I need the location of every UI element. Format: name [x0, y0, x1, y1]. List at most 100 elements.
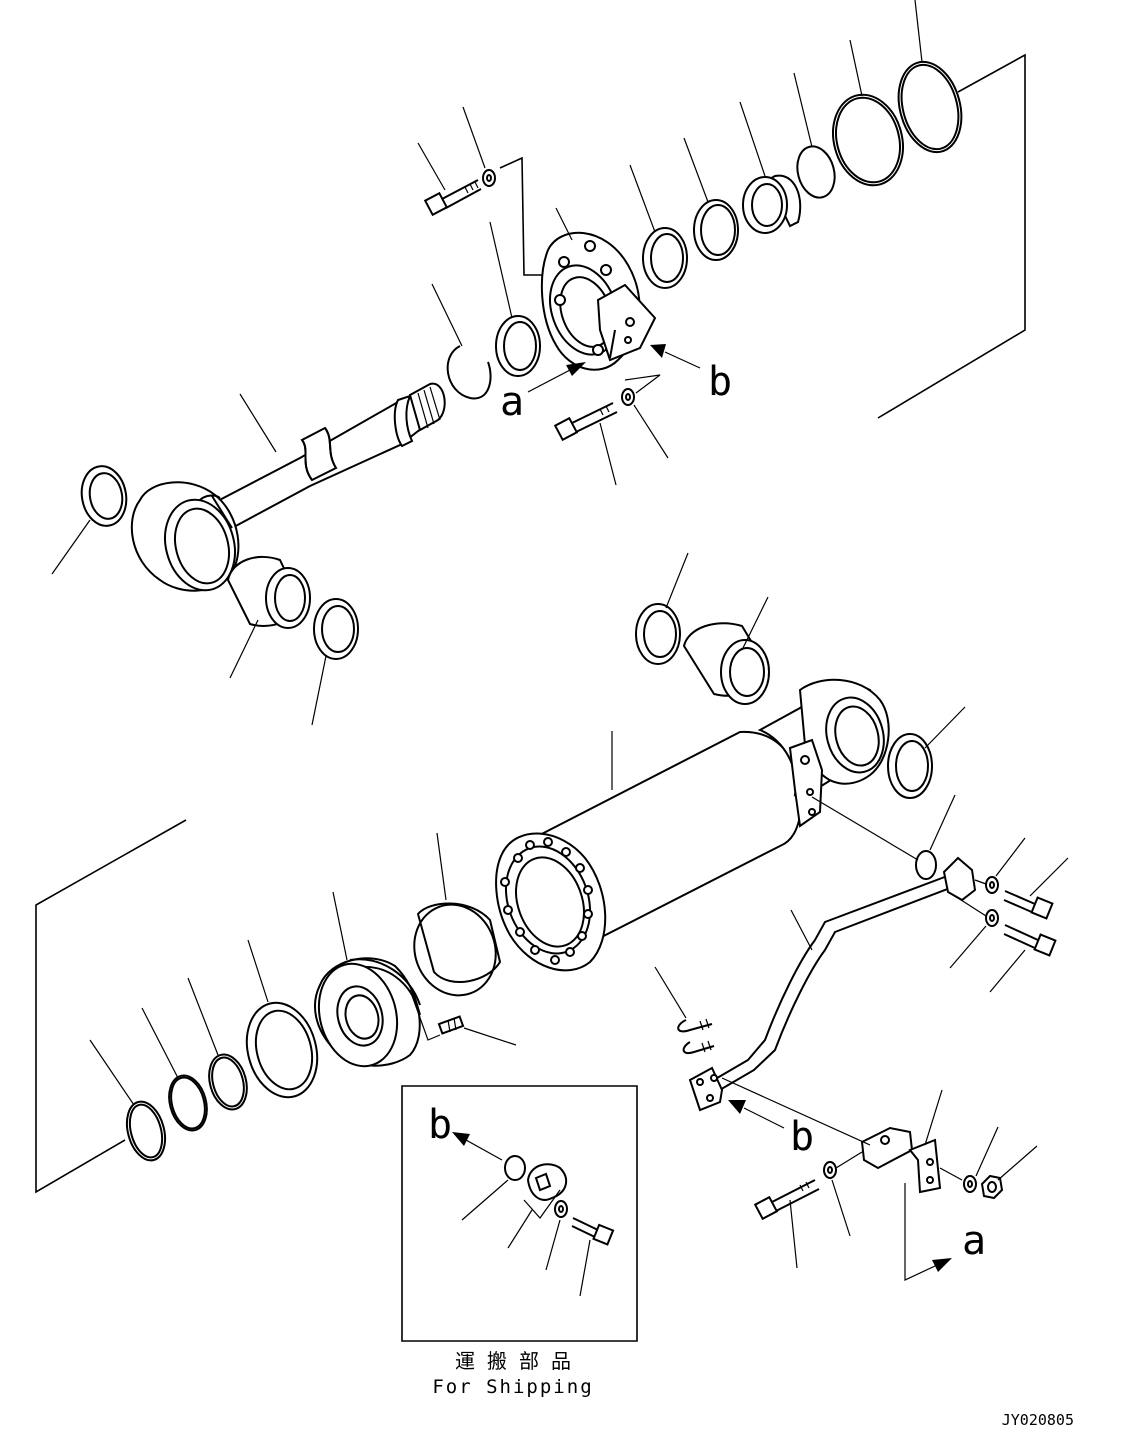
leader-line — [812, 797, 918, 860]
bushing-icon — [743, 176, 800, 233]
callout-a-lower: a — [962, 1218, 986, 1264]
bracket-icon — [862, 1128, 940, 1192]
leader-line — [333, 892, 347, 960]
ring-icon — [121, 1097, 171, 1164]
group-bracket-line — [625, 375, 660, 393]
leader-line — [684, 138, 708, 202]
leader-line — [850, 40, 862, 96]
plug-icon — [505, 1156, 525, 1180]
leader-line — [950, 926, 986, 968]
piston-rod-icon — [210, 384, 445, 528]
inset-title-jp: 運 搬 部 品 — [455, 1349, 571, 1373]
leader-line — [52, 520, 90, 574]
dust-seal-icon — [888, 734, 932, 798]
callout-b-upper: b — [708, 359, 732, 405]
leader-line — [432, 284, 462, 346]
bolt-icon — [755, 1180, 819, 1219]
ring-icon — [203, 1050, 252, 1113]
leader-line — [634, 405, 668, 458]
bolt-icon — [555, 403, 617, 440]
leader-line — [996, 838, 1025, 876]
dust-seal-icon — [314, 599, 358, 659]
leader-line — [790, 1200, 797, 1268]
callout-b-inset: b — [428, 1102, 452, 1148]
leader-line — [546, 1220, 560, 1270]
callout-b-lower: b — [790, 1114, 814, 1160]
leader-line — [666, 553, 688, 608]
arrow-head-icon — [932, 1258, 952, 1272]
leader-line — [90, 1040, 134, 1105]
arrow-b-line — [466, 1140, 502, 1160]
leader-line — [437, 833, 446, 900]
leader-line — [600, 423, 616, 485]
leader-line — [580, 1240, 590, 1296]
leader-line — [1030, 858, 1068, 896]
leader-line — [791, 910, 812, 950]
callout-a-upper: a — [500, 379, 524, 425]
leader-line — [722, 1078, 870, 1145]
plug-icon — [916, 851, 936, 879]
o-ring-icon — [823, 87, 912, 193]
cylinder-head-icon — [538, 233, 655, 370]
leader-line — [836, 1152, 862, 1168]
cylinder-tube-icon — [492, 680, 892, 971]
leader-line — [312, 656, 326, 725]
snap-ring-icon — [792, 142, 840, 202]
leader-line — [930, 795, 955, 850]
rod-eye-icon — [132, 482, 245, 598]
group-bracket-line — [410, 990, 440, 1040]
inset-title-en: For Shipping — [432, 1376, 593, 1398]
leader-line — [742, 597, 768, 650]
pipe-icon — [690, 858, 975, 1110]
leader-line — [740, 102, 765, 176]
group-bracket-line — [524, 1190, 560, 1218]
leader-line — [655, 967, 686, 1018]
shipping-inset-frame — [402, 1086, 637, 1341]
bolt-icon — [572, 1218, 613, 1244]
piston-icon — [308, 955, 420, 1075]
lock-plate-icon — [528, 1164, 566, 1200]
leader-line — [462, 1180, 508, 1220]
seal-ring-icon — [643, 228, 687, 288]
bolt-icon — [1004, 925, 1055, 955]
ring-icon — [163, 1071, 212, 1134]
bolt-icon — [425, 180, 481, 215]
leader-line — [240, 394, 276, 452]
leader-line — [990, 950, 1025, 992]
seal-ring-icon — [496, 316, 540, 376]
leader-line — [142, 1008, 178, 1078]
u-bolt-icon — [678, 1019, 714, 1053]
dust-seal-icon — [636, 604, 680, 664]
group-bracket-line — [878, 55, 1025, 418]
leader-line — [925, 707, 965, 748]
arrow-head-icon — [728, 1100, 746, 1114]
set-screw-icon — [439, 1017, 463, 1034]
arrow-b-line — [665, 352, 700, 368]
arrow-b-line — [744, 1108, 784, 1128]
leader-line — [832, 1180, 850, 1236]
leader-line — [958, 898, 986, 916]
leader-line — [490, 222, 512, 318]
leader-line — [630, 165, 655, 232]
wear-ring-icon — [402, 893, 509, 1007]
leader-line — [248, 940, 268, 1002]
leader-line — [915, 0, 922, 62]
leader-line — [975, 880, 986, 884]
bushing-icon — [228, 557, 310, 628]
drawing-code: JY020805 — [1002, 1411, 1074, 1429]
leader-line — [188, 978, 218, 1055]
leader-line — [976, 1127, 998, 1176]
leader-line — [464, 1028, 516, 1045]
leader-line — [418, 143, 445, 190]
arrow-head-icon — [566, 362, 586, 376]
arrow-head-icon — [650, 344, 666, 358]
bolt-icon — [1004, 891, 1052, 918]
leader-line — [230, 620, 258, 678]
leader-line — [463, 107, 485, 168]
leader-line — [508, 1210, 532, 1248]
snap-ring-icon — [448, 346, 491, 398]
arrow-a-line — [905, 1183, 935, 1280]
group-bracket-line — [36, 820, 186, 1192]
